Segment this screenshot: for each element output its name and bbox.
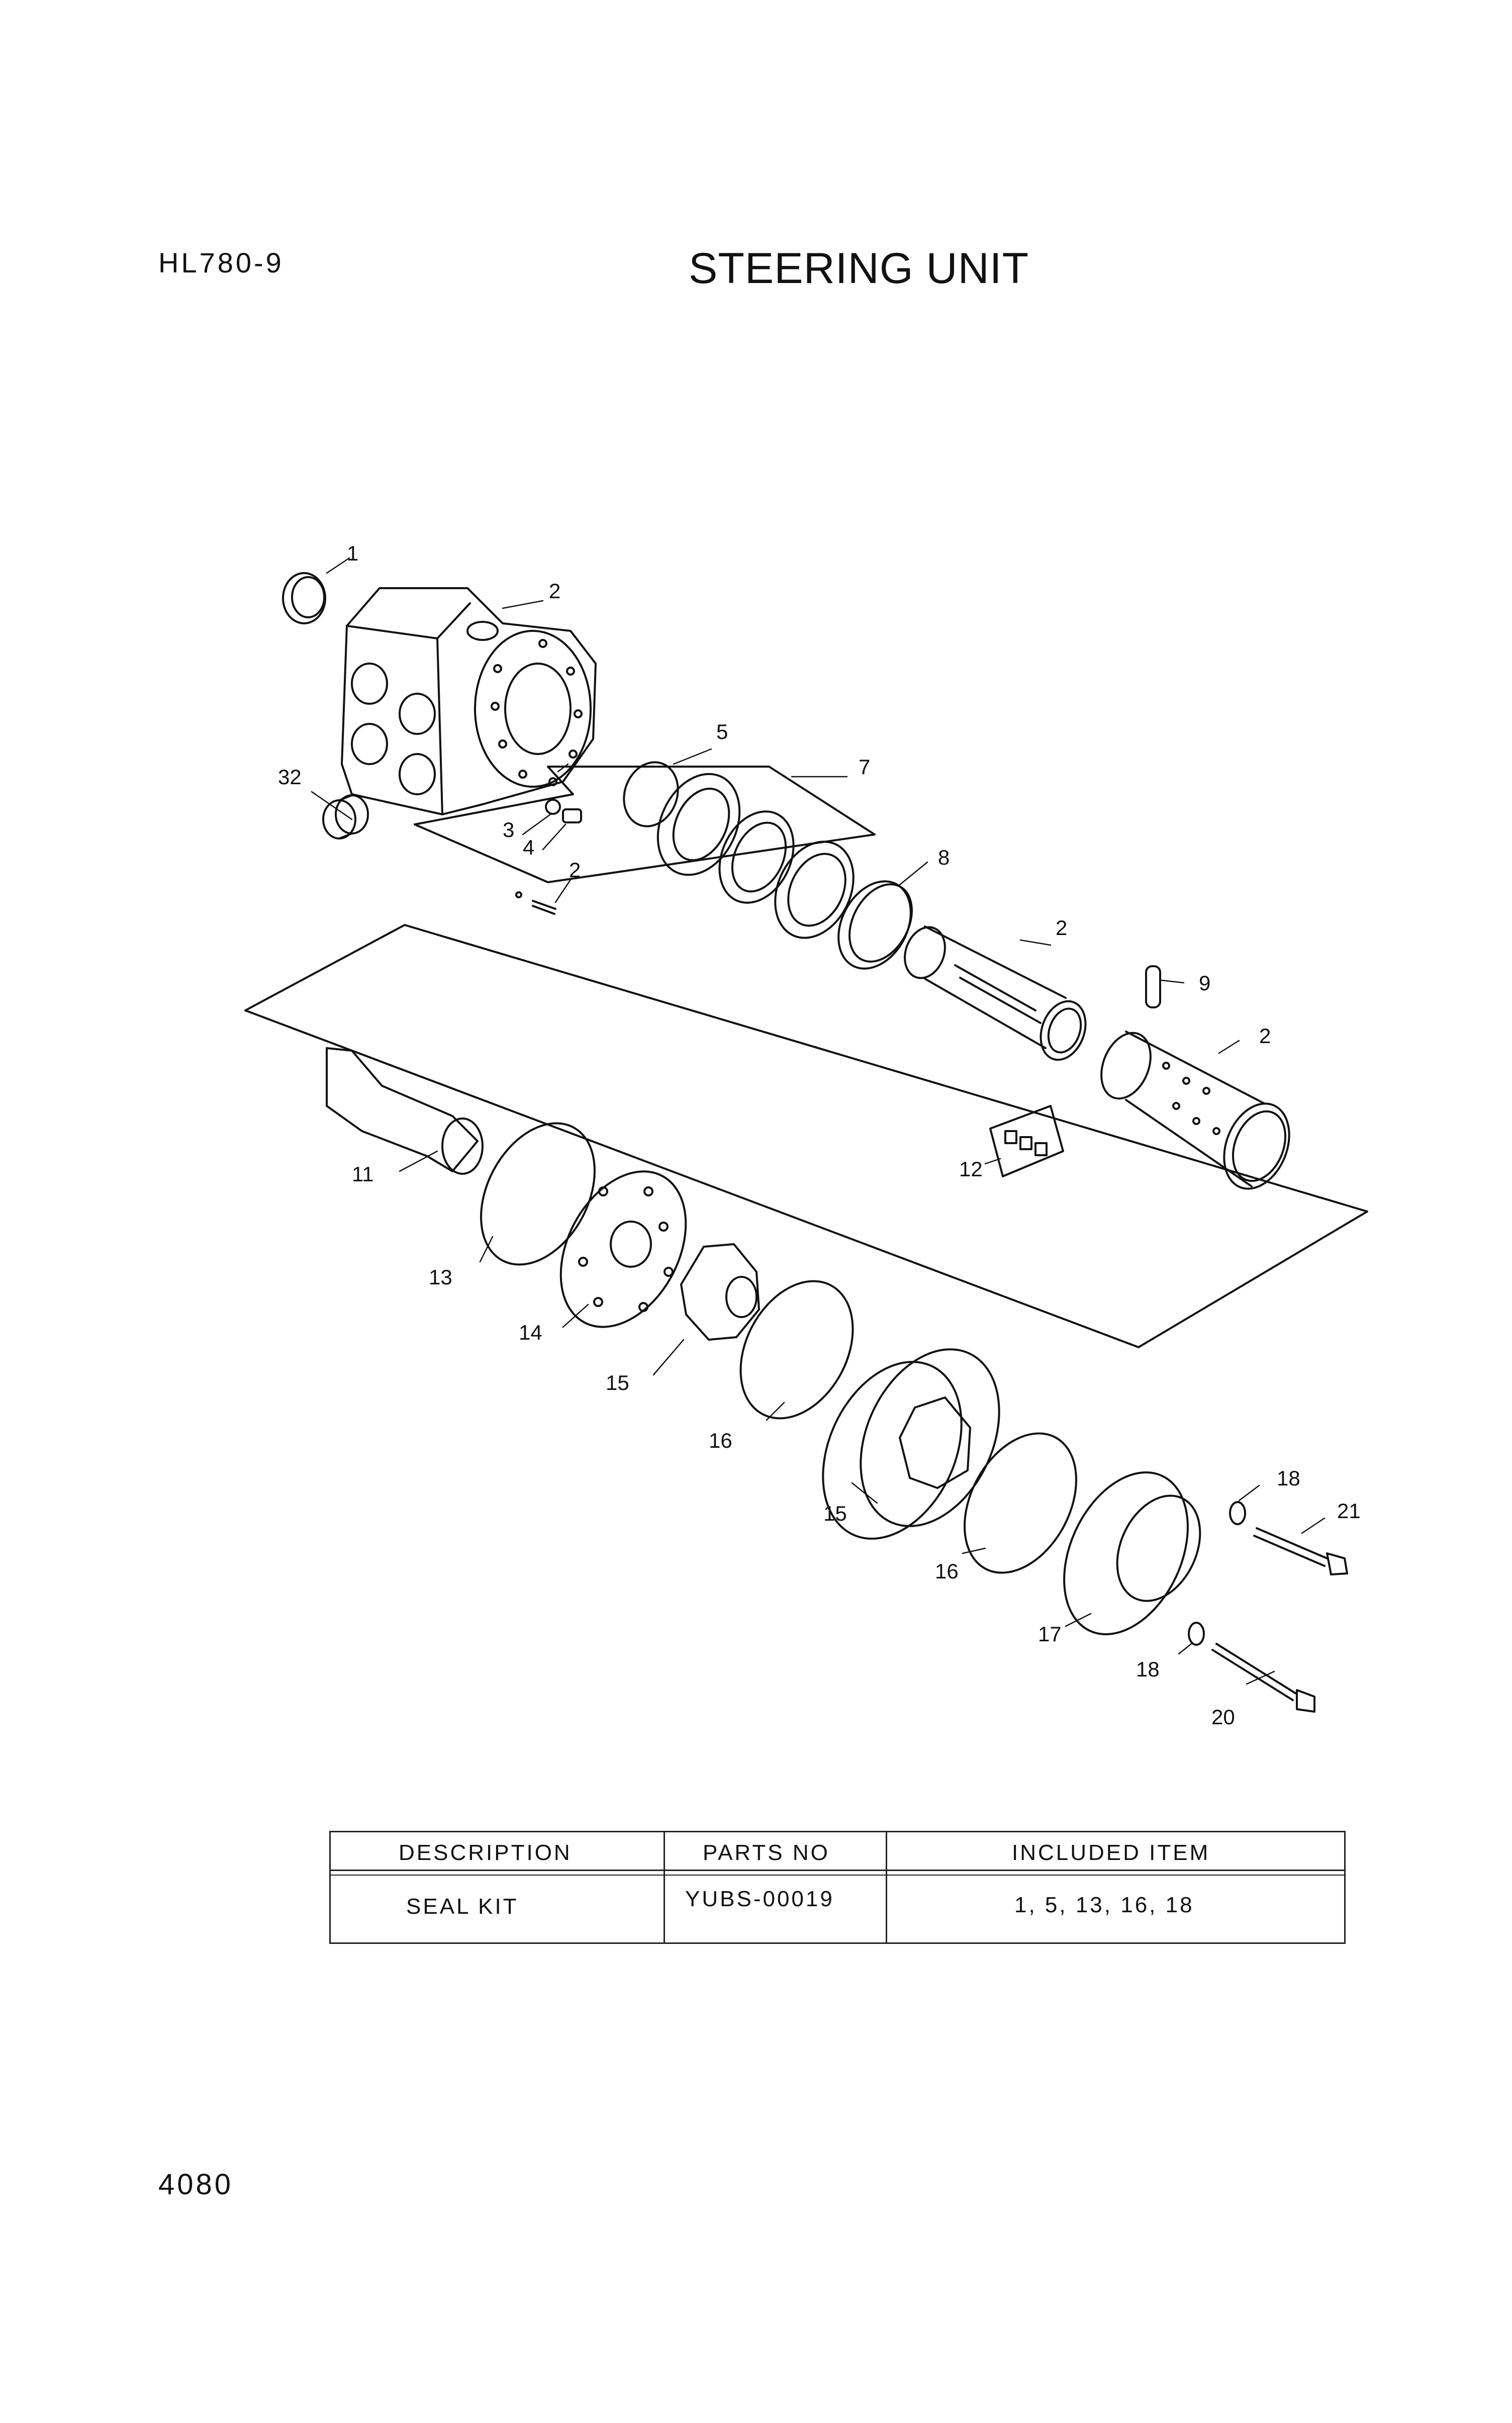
table-header-rule	[331, 1870, 1344, 1871]
callout-label: 3	[503, 818, 514, 842]
callout-label: 15	[823, 1502, 847, 1525]
sleeve-part	[1100, 1031, 1290, 1190]
bearing-set-part-7	[656, 773, 855, 939]
callout-label: 13	[429, 1265, 452, 1289]
page-title: STEERING UNIT	[689, 244, 1029, 293]
pin-part	[515, 891, 556, 915]
washer-part-18a	[1229, 1501, 1246, 1525]
bolt-part-20	[1211, 1643, 1315, 1713]
callout-label: 9	[1199, 971, 1210, 995]
seal-ring-part-1	[282, 572, 326, 624]
header-description: DESCRIPTION	[399, 1840, 572, 1865]
callout-label: 20	[1211, 1705, 1235, 1729]
callout-label: 16	[709, 1429, 732, 1452]
callout-label: 2	[549, 579, 560, 603]
column-divider	[886, 1832, 887, 1942]
callout-label: 7	[859, 755, 870, 779]
drive-shaft-part-11	[326, 1047, 484, 1175]
page-number: 4080	[158, 2168, 234, 2201]
o-ring-part-16b	[964, 1432, 1077, 1574]
callout-label: 14	[519, 1321, 542, 1344]
cell-included-items: 1, 5, 13, 16, 18	[1014, 1893, 1194, 1917]
bolt-part-21	[1253, 1527, 1348, 1575]
gear-ring-part-15	[822, 1348, 1000, 1540]
callout-label: 2	[1056, 916, 1067, 940]
ball-part-3	[545, 799, 561, 815]
callout-label: 11	[352, 1162, 374, 1186]
callout-label: 15	[606, 1371, 629, 1394]
centering-springs-part-12	[989, 1105, 1064, 1177]
cell-parts-no: YUBS-00019	[685, 1887, 834, 1911]
callout-label: 8	[938, 846, 950, 869]
callout-label: 2	[1259, 1024, 1271, 1048]
washer-part-18b	[1188, 1622, 1205, 1646]
callout-label: 32	[278, 765, 302, 789]
ring-part-8	[837, 880, 913, 970]
cell-description: SEAL KIT	[406, 1894, 519, 1919]
spool-part	[904, 925, 1087, 1061]
seal-kit-table: DESCRIPTION PARTS NO INCLUDED ITEM SEAL …	[329, 1831, 1346, 1944]
plug-part-32	[322, 794, 369, 840]
header-included-item: INCLUDED ITEM	[1012, 1840, 1210, 1865]
callout-label: 16	[935, 1559, 959, 1583]
callout-label: 18	[1136, 1657, 1160, 1681]
model-code: HL780-9	[158, 247, 284, 278]
o-ring-part-5	[623, 761, 679, 827]
end-cover-part-17	[1063, 1471, 1201, 1635]
plate-part-14	[559, 1170, 687, 1328]
callout-label: 1	[347, 541, 358, 565]
column-divider	[664, 1832, 665, 1942]
callout-label: 12	[959, 1157, 983, 1181]
o-ring-part-13	[480, 1122, 596, 1266]
callout-label: 17	[1038, 1622, 1062, 1646]
table-header-rule-double	[331, 1875, 1344, 1876]
callout-label: 2	[569, 858, 581, 882]
group-bracket-valve	[414, 766, 876, 883]
cross-pin-part-9	[1145, 965, 1161, 1008]
valve-housing-part	[341, 587, 597, 815]
callout-label: 18	[1277, 1466, 1300, 1490]
callout-label: 5	[716, 720, 728, 743]
group-bracket-assembly	[244, 924, 1368, 1348]
o-ring-part-16a	[739, 1280, 854, 1420]
screw-part-4	[562, 808, 582, 823]
header-parts-no: PARTS NO	[703, 1840, 830, 1865]
callout-label: 21	[1337, 1499, 1361, 1523]
gear-star-part-15	[680, 1243, 760, 1341]
callout-label: 4	[523, 835, 534, 859]
